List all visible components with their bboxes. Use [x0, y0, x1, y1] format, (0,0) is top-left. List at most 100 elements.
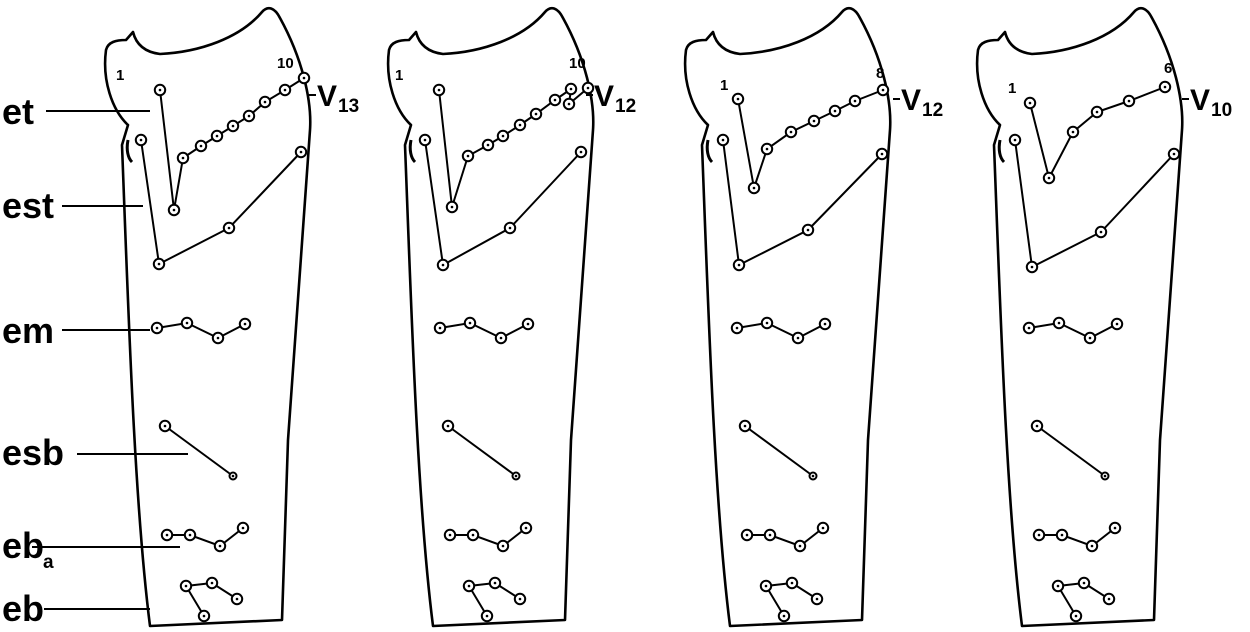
em-sensillum: [435, 323, 445, 333]
eb-sensillum: [482, 611, 492, 621]
label-eb-a-subscript: a: [43, 552, 54, 573]
et-sensillum: [749, 183, 759, 193]
row-labels: et est em esb eb a eb: [2, 91, 188, 629]
et-sensillum: [850, 96, 860, 106]
esb-sensillum-small: [1102, 473, 1109, 480]
eb-sensillum: [761, 581, 771, 591]
eb-a-sensillum: [185, 530, 195, 540]
eb-sensillum: [232, 594, 242, 604]
last-sensillum-number: 8: [876, 65, 884, 82]
esb-sensillum-small: [230, 473, 237, 480]
eb-sensillum: [181, 581, 191, 591]
em-sensillum: [732, 323, 742, 333]
est-sensillum: [1010, 135, 1020, 145]
et-sensillum: [260, 97, 270, 107]
est-chain: [141, 140, 301, 264]
eb-a-sensillum: [521, 523, 531, 533]
eb-a-sensillum: [742, 530, 752, 540]
et-sensillum: [830, 106, 840, 116]
esb-sensillum: [160, 421, 170, 431]
et-sensillum: [531, 109, 541, 119]
last-sensillum-number: 10: [277, 55, 294, 72]
em-sensillum: [762, 318, 772, 328]
et-sensillum: [1025, 98, 1035, 108]
est-sensillum: [438, 260, 448, 270]
est-sensillum: [154, 259, 164, 269]
est-sensillum: [734, 260, 744, 270]
eb-a-sensillum: [215, 541, 225, 551]
eb-a-sensillum: [162, 530, 172, 540]
et-sensillum: [809, 116, 819, 126]
esb-sensillum-small: [513, 473, 520, 480]
segment-label-subscript: 12: [615, 96, 636, 117]
eb-a-sensillum: [1034, 530, 1044, 540]
segment-label: V: [317, 80, 337, 113]
esb-sensillum: [1032, 421, 1042, 431]
eb-a-sensillum: [818, 523, 828, 533]
eb-sensillum: [779, 611, 789, 621]
esb-sensillum: [443, 421, 453, 431]
est-sensillum: [136, 135, 146, 145]
et-chain: [160, 78, 304, 210]
et-sensillum: [228, 121, 238, 131]
em-sensillum: [496, 333, 506, 343]
em-sensillum: [182, 318, 192, 328]
et-sensillum: [434, 85, 444, 95]
est-sensillum: [803, 225, 813, 235]
et-sensillum: [169, 205, 179, 215]
last-sensillum-number: 6: [1164, 60, 1172, 77]
first-sensillum-number: 1: [720, 77, 728, 94]
em-sensillum: [213, 333, 223, 343]
et-sensillum: [447, 202, 457, 212]
first-sensillum-number: 1: [116, 67, 124, 84]
et-sensillum: [1124, 96, 1134, 106]
segment-outline: [388, 8, 593, 626]
est-sensillum: [420, 135, 430, 145]
est-sensillum: [505, 223, 515, 233]
label-est: est: [2, 185, 54, 226]
eb-sensillum: [812, 594, 822, 604]
eb-a-sensillum: [1087, 541, 1097, 551]
et-sensillum: [878, 85, 888, 95]
eb-sensillum: [1104, 594, 1114, 604]
em-sensillum: [465, 318, 475, 328]
eb-a-sensillum: [468, 530, 478, 540]
est-sensillum: [296, 147, 306, 157]
label-esb: esb: [2, 432, 64, 473]
segment-label: V: [1190, 84, 1210, 117]
eb-a-sensillum: [238, 523, 248, 533]
eb-a-sensillum: [1057, 530, 1067, 540]
est-sensillum: [576, 147, 586, 157]
et-sensillum: [564, 99, 574, 109]
et-sensillum: [483, 140, 493, 150]
label-et: et: [2, 91, 34, 132]
et-chain: [738, 90, 883, 188]
label-eb: eb: [2, 588, 44, 629]
et-sensillum: [1092, 107, 1102, 117]
em-sensillum: [152, 323, 162, 333]
segment-label-subscript: 13: [338, 96, 359, 117]
et-sensillum: [1160, 82, 1170, 92]
est-sensillum: [1096, 227, 1106, 237]
et-sensillum: [583, 83, 593, 93]
em-sensillum: [1112, 319, 1122, 329]
eb-a-sensillum: [445, 530, 455, 540]
label-eb-a: eb: [2, 525, 44, 566]
et-sensillum: [244, 111, 254, 121]
em-sensillum: [1024, 323, 1034, 333]
eb-sensillum: [787, 578, 797, 588]
et-sensillum: [299, 73, 309, 83]
et-sensillum: [1044, 173, 1054, 183]
et-sensillum: [155, 85, 165, 95]
em-sensillum: [240, 319, 250, 329]
eb-a-sensillum: [795, 541, 805, 551]
esb-sensillum-small: [810, 473, 817, 480]
em-sensillum: [820, 319, 830, 329]
eb-sensillum: [1053, 581, 1063, 591]
eb-sensillum: [464, 581, 474, 591]
et-sensillum: [498, 131, 508, 141]
